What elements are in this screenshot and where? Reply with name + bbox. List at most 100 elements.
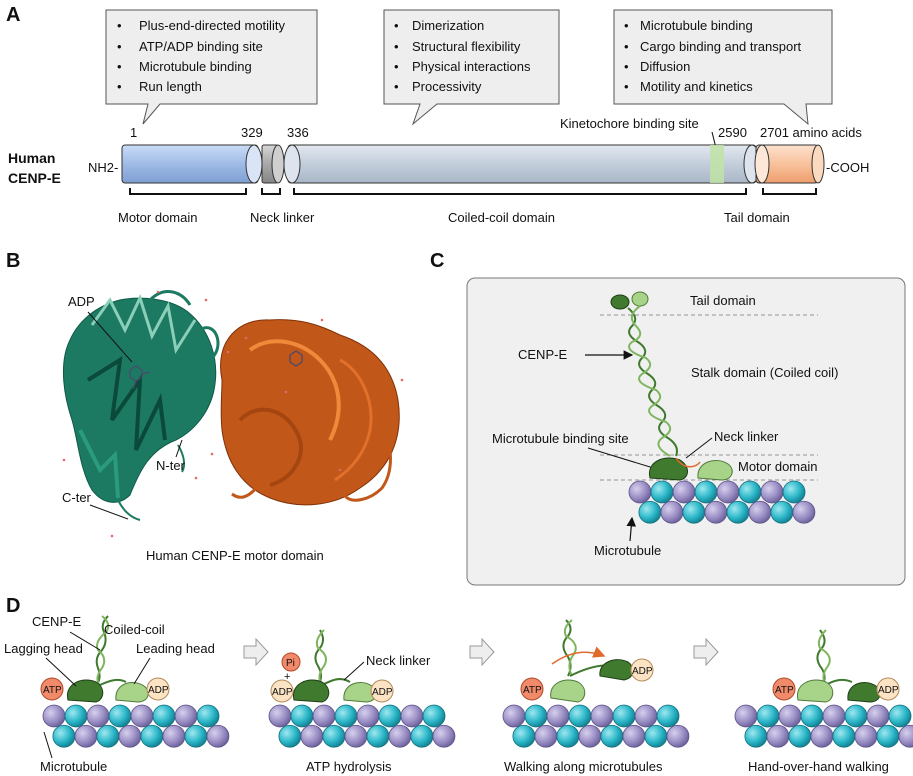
tubulin-subunit <box>738 480 762 504</box>
tubulin-subunit <box>322 724 346 748</box>
tubulin-subunit <box>682 500 706 524</box>
neck-linker-label: Neck linker <box>250 210 315 225</box>
tubulin-subunit <box>694 480 718 504</box>
n-ter-pointer <box>175 439 183 458</box>
c-neck-label: Neck linker <box>714 429 779 444</box>
c-microtubule-label: Microtubule <box>594 543 661 558</box>
c-microtubule <box>628 480 816 524</box>
tubulin-subunit <box>184 724 208 748</box>
panel-label-a: A <box>6 4 20 26</box>
panel-label-d: D <box>6 595 20 617</box>
d-cenpe-label: CENP-E <box>32 614 81 629</box>
d-microtubule-1 <box>42 704 230 748</box>
adp-ligand <box>129 350 303 390</box>
structure-caption: Human CENP-E motor domain <box>146 548 324 563</box>
coiled-coil-segment <box>287 144 757 184</box>
d-leading-pointer <box>133 657 151 685</box>
d-cenpe-pointer <box>69 631 101 651</box>
tubulin-subunit <box>800 704 824 728</box>
tubulin-subunit <box>152 704 176 728</box>
tubulin-subunit <box>866 704 890 728</box>
position-336: 336 <box>287 125 309 140</box>
tail-head-light <box>631 291 649 307</box>
tail-head-dark <box>610 294 630 310</box>
green-chain <box>63 290 220 521</box>
tubulin-subunit <box>524 704 548 728</box>
tubulin-subunit <box>568 704 592 728</box>
tubulin-subunit <box>388 724 412 748</box>
stage-1: ATP ADP <box>40 615 170 703</box>
tubulin-subunit <box>546 704 570 728</box>
d-caption-walking: Walking along microtubules <box>504 759 663 774</box>
d-microtubule-3 <box>502 704 690 748</box>
c-mt-binding-label: Microtubule binding site <box>492 431 629 446</box>
tubulin-subunit <box>756 704 780 728</box>
d-coiled-coil-label: Coiled-coil <box>104 622 165 637</box>
callout-motor-item-1: Plus-end-directed motility <box>139 18 285 33</box>
tubulin-subunit <box>760 480 784 504</box>
d-caption-atp-hydrolysis: ATP hydrolysis <box>306 759 392 774</box>
svg-text:••••: •••• <box>117 18 122 94</box>
c-motor-head-dark <box>648 457 688 481</box>
tubulin-subunit <box>854 724 878 748</box>
tubulin-subunit <box>770 500 794 524</box>
tubulin-subunit <box>716 480 740 504</box>
n-terminus-label: NH2- <box>88 160 118 175</box>
callout-tail-item-4: Motility and kinetics <box>640 79 753 94</box>
d-microtubule-2 <box>268 704 456 748</box>
tubulin-subunit <box>52 724 76 748</box>
tubulin-subunit <box>400 704 424 728</box>
stage-arrow-3 <box>693 637 719 667</box>
stage-4: ATP ADP <box>772 629 900 703</box>
c-microtubule-arrow <box>626 516 637 542</box>
panel-label-b: B <box>6 250 20 272</box>
tubulin-subunit <box>844 704 868 728</box>
tubulin-subunit <box>86 704 110 728</box>
callout-coil-item-2: Structural flexibility <box>412 39 521 54</box>
motor-domain-segment <box>121 144 259 184</box>
stage-2: Pi + ADP ADP <box>270 629 394 703</box>
tubulin-subunit <box>312 704 336 728</box>
callout-motor-item-4: Run length <box>139 79 202 94</box>
tubulin-subunit <box>268 704 292 728</box>
domain-brackets <box>129 188 817 195</box>
stage-arrow-1 <box>243 637 269 667</box>
kinetochore-binding-label: Kinetochore binding site <box>560 116 699 131</box>
position-2590: 2590 <box>718 125 747 140</box>
callout-motor-item-2: ATP/ADP binding site <box>139 39 263 54</box>
tubulin-subunit <box>590 704 614 728</box>
d-microtubule-4 <box>734 704 913 748</box>
stage-arrows <box>243 637 719 667</box>
d-caption-hand-over-hand: Hand-over-hand walking <box>748 759 889 774</box>
c-tail-domain-label: Tail domain <box>690 293 756 308</box>
tubulin-subunit <box>366 724 390 748</box>
tubulin-subunit <box>206 724 230 748</box>
c-cenpe-label: CENP-E <box>518 347 567 362</box>
d3-adp-label: ADP <box>632 666 653 677</box>
tubulin-subunit <box>822 704 846 728</box>
tubulin-subunit <box>42 704 66 728</box>
d4-adp-label: ADP <box>878 685 899 696</box>
tubulin-subunit <box>782 480 806 504</box>
tubulin-subunit <box>356 704 380 728</box>
d2-pi-label: Pi <box>286 658 295 669</box>
tubulin-subunit <box>810 724 834 748</box>
tubulin-subunit <box>888 704 912 728</box>
water-molecules <box>62 290 404 538</box>
tubulin-subunit <box>410 724 434 748</box>
adp-label: ADP <box>68 294 95 309</box>
d2-adp-right-label: ADP <box>372 687 393 698</box>
tubulin-subunit <box>290 704 314 728</box>
tubulin-subunit <box>726 500 750 524</box>
callout-motor: •••• Plus-end-directed motility ATP/ADP … <box>105 9 318 125</box>
d4-atp-label: ATP <box>775 685 794 696</box>
tubulin-subunit <box>778 704 802 728</box>
d-microtubule-pointer <box>43 731 53 759</box>
d1-adp-label: ADP <box>148 685 169 696</box>
c-stalk-label: Stalk domain (Coiled coil) <box>691 365 838 380</box>
tubulin-subunit <box>162 724 186 748</box>
c-ter-label: C-ter <box>62 490 92 505</box>
panel-label-c: C <box>430 250 444 272</box>
tubulin-subunit <box>96 724 120 748</box>
